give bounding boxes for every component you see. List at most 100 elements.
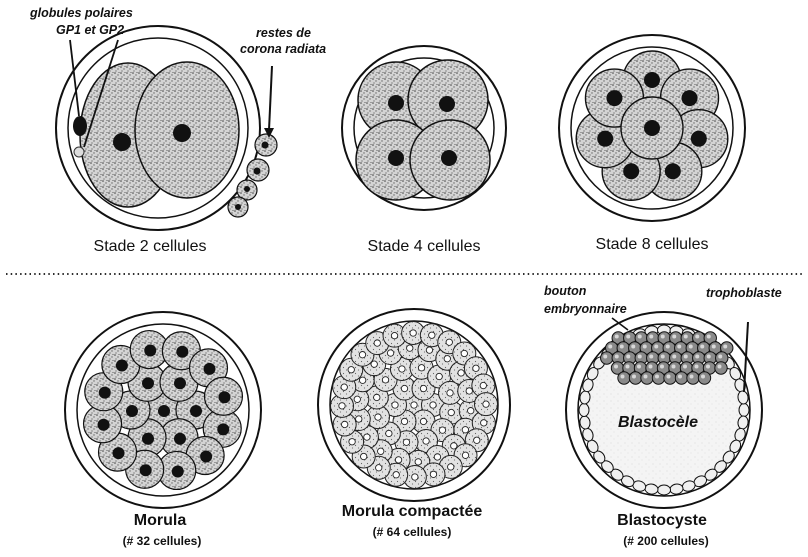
inner-mass-highlight <box>614 365 618 369</box>
inner-mass-cell <box>601 352 613 364</box>
pointer-line <box>269 66 272 130</box>
nucleus <box>434 454 440 460</box>
inner-mass-highlight <box>683 365 687 369</box>
nucleus <box>142 377 154 389</box>
polar-body-gp2 <box>74 147 84 157</box>
nucleus <box>360 453 366 459</box>
cell-count: (# 64 cellules) <box>373 525 452 539</box>
inner-mass-highlight <box>684 355 688 359</box>
corona-nucleus <box>262 142 269 149</box>
compacted-cell-cluster <box>331 322 498 489</box>
inner-mass-highlight <box>654 345 658 349</box>
inner-mass-highlight <box>700 345 704 349</box>
nucleus <box>172 465 184 477</box>
inner-mass-highlight <box>655 375 659 379</box>
nucleus <box>393 472 399 478</box>
inner-mass-highlight <box>603 355 607 359</box>
nucleus <box>458 370 464 376</box>
inner-mass-highlight <box>661 355 665 359</box>
inner-mass-highlight <box>695 335 699 339</box>
corona-radiata-label-line1: restes de <box>256 26 311 41</box>
nucleus <box>176 346 188 358</box>
nucleus <box>481 420 487 426</box>
nucleus <box>403 439 409 445</box>
inner-mass-cell <box>698 372 710 384</box>
nucleus <box>359 377 365 383</box>
nucleus <box>474 437 480 443</box>
nucleus <box>441 150 457 166</box>
nucleus <box>190 405 202 417</box>
inner-mass-cell <box>715 362 727 374</box>
nucleus <box>412 474 418 480</box>
nucleus <box>682 90 698 106</box>
inner-mass-highlight <box>695 365 699 369</box>
inner-mass-highlight <box>643 345 647 349</box>
inner-mass-highlight <box>631 345 635 349</box>
nucleus <box>375 414 381 420</box>
nucleus <box>341 384 347 390</box>
nucleus <box>99 387 111 399</box>
nucleus <box>420 418 426 424</box>
inner-mass-highlight <box>712 345 716 349</box>
inner-mass-highlight <box>661 335 665 339</box>
inner-mass-highlight <box>632 375 636 379</box>
corona-nucleus <box>244 186 250 192</box>
nucleus <box>407 345 413 351</box>
inner-mass-cell <box>687 372 699 384</box>
nucleus <box>349 439 355 445</box>
inner-mass-highlight <box>620 345 624 349</box>
nucleus <box>174 433 186 445</box>
blastocoel-label: Blastocèle <box>618 414 698 432</box>
stage-label: Blastocyste <box>617 512 707 530</box>
nucleus <box>483 401 489 407</box>
nucleus <box>116 360 128 372</box>
nucleus <box>415 459 421 465</box>
inner-mass-highlight <box>701 375 705 379</box>
inner-mass-highlight <box>684 335 688 339</box>
inner-mass-highlight <box>706 365 710 369</box>
stage-label: Stade 4 cellules <box>368 238 481 256</box>
nucleus <box>597 131 613 147</box>
inner-mass-highlight <box>707 335 711 339</box>
inner-mass-cell <box>652 372 664 384</box>
nucleus <box>429 332 435 338</box>
inner-mass-highlight <box>660 365 664 369</box>
nucleus <box>451 443 457 449</box>
nucleus <box>691 131 707 147</box>
nucleus <box>371 361 377 367</box>
nucleus <box>203 363 215 375</box>
nucleus <box>395 457 401 463</box>
nucleus <box>665 163 681 179</box>
trophoblast-cell <box>579 404 589 417</box>
corona-nucleus <box>235 204 241 210</box>
compacted-morula-drawing <box>318 309 510 501</box>
nucleus <box>386 430 392 436</box>
nucleus <box>462 427 468 433</box>
polar-bodies-label-line1: globules polaires <box>30 6 133 21</box>
nucleus <box>401 418 407 424</box>
nucleus <box>126 405 138 417</box>
nucleus <box>439 96 455 112</box>
nucleus <box>461 350 467 356</box>
inner-mass-highlight <box>626 335 630 339</box>
nucleus <box>392 402 398 408</box>
nucleus <box>473 365 479 371</box>
inner-mass-highlight <box>649 355 653 359</box>
corona-radiata-label-line2: corona radiata <box>240 42 326 57</box>
embryo-button-label-line1: bouton <box>544 284 586 299</box>
nucleus <box>466 388 472 394</box>
inner-mass-highlight <box>689 345 693 349</box>
stage-4-cells-drawing <box>342 46 506 210</box>
inner-mass-highlight <box>615 335 619 339</box>
nucleus <box>430 402 436 408</box>
nucleus <box>388 95 404 111</box>
inner-mass-highlight <box>718 365 722 369</box>
nucleus <box>200 450 212 462</box>
nucleus <box>399 366 405 372</box>
inner-mass-highlight <box>672 335 676 339</box>
nucleus <box>423 438 429 444</box>
nucleus <box>401 385 407 391</box>
nucleus <box>446 339 452 345</box>
